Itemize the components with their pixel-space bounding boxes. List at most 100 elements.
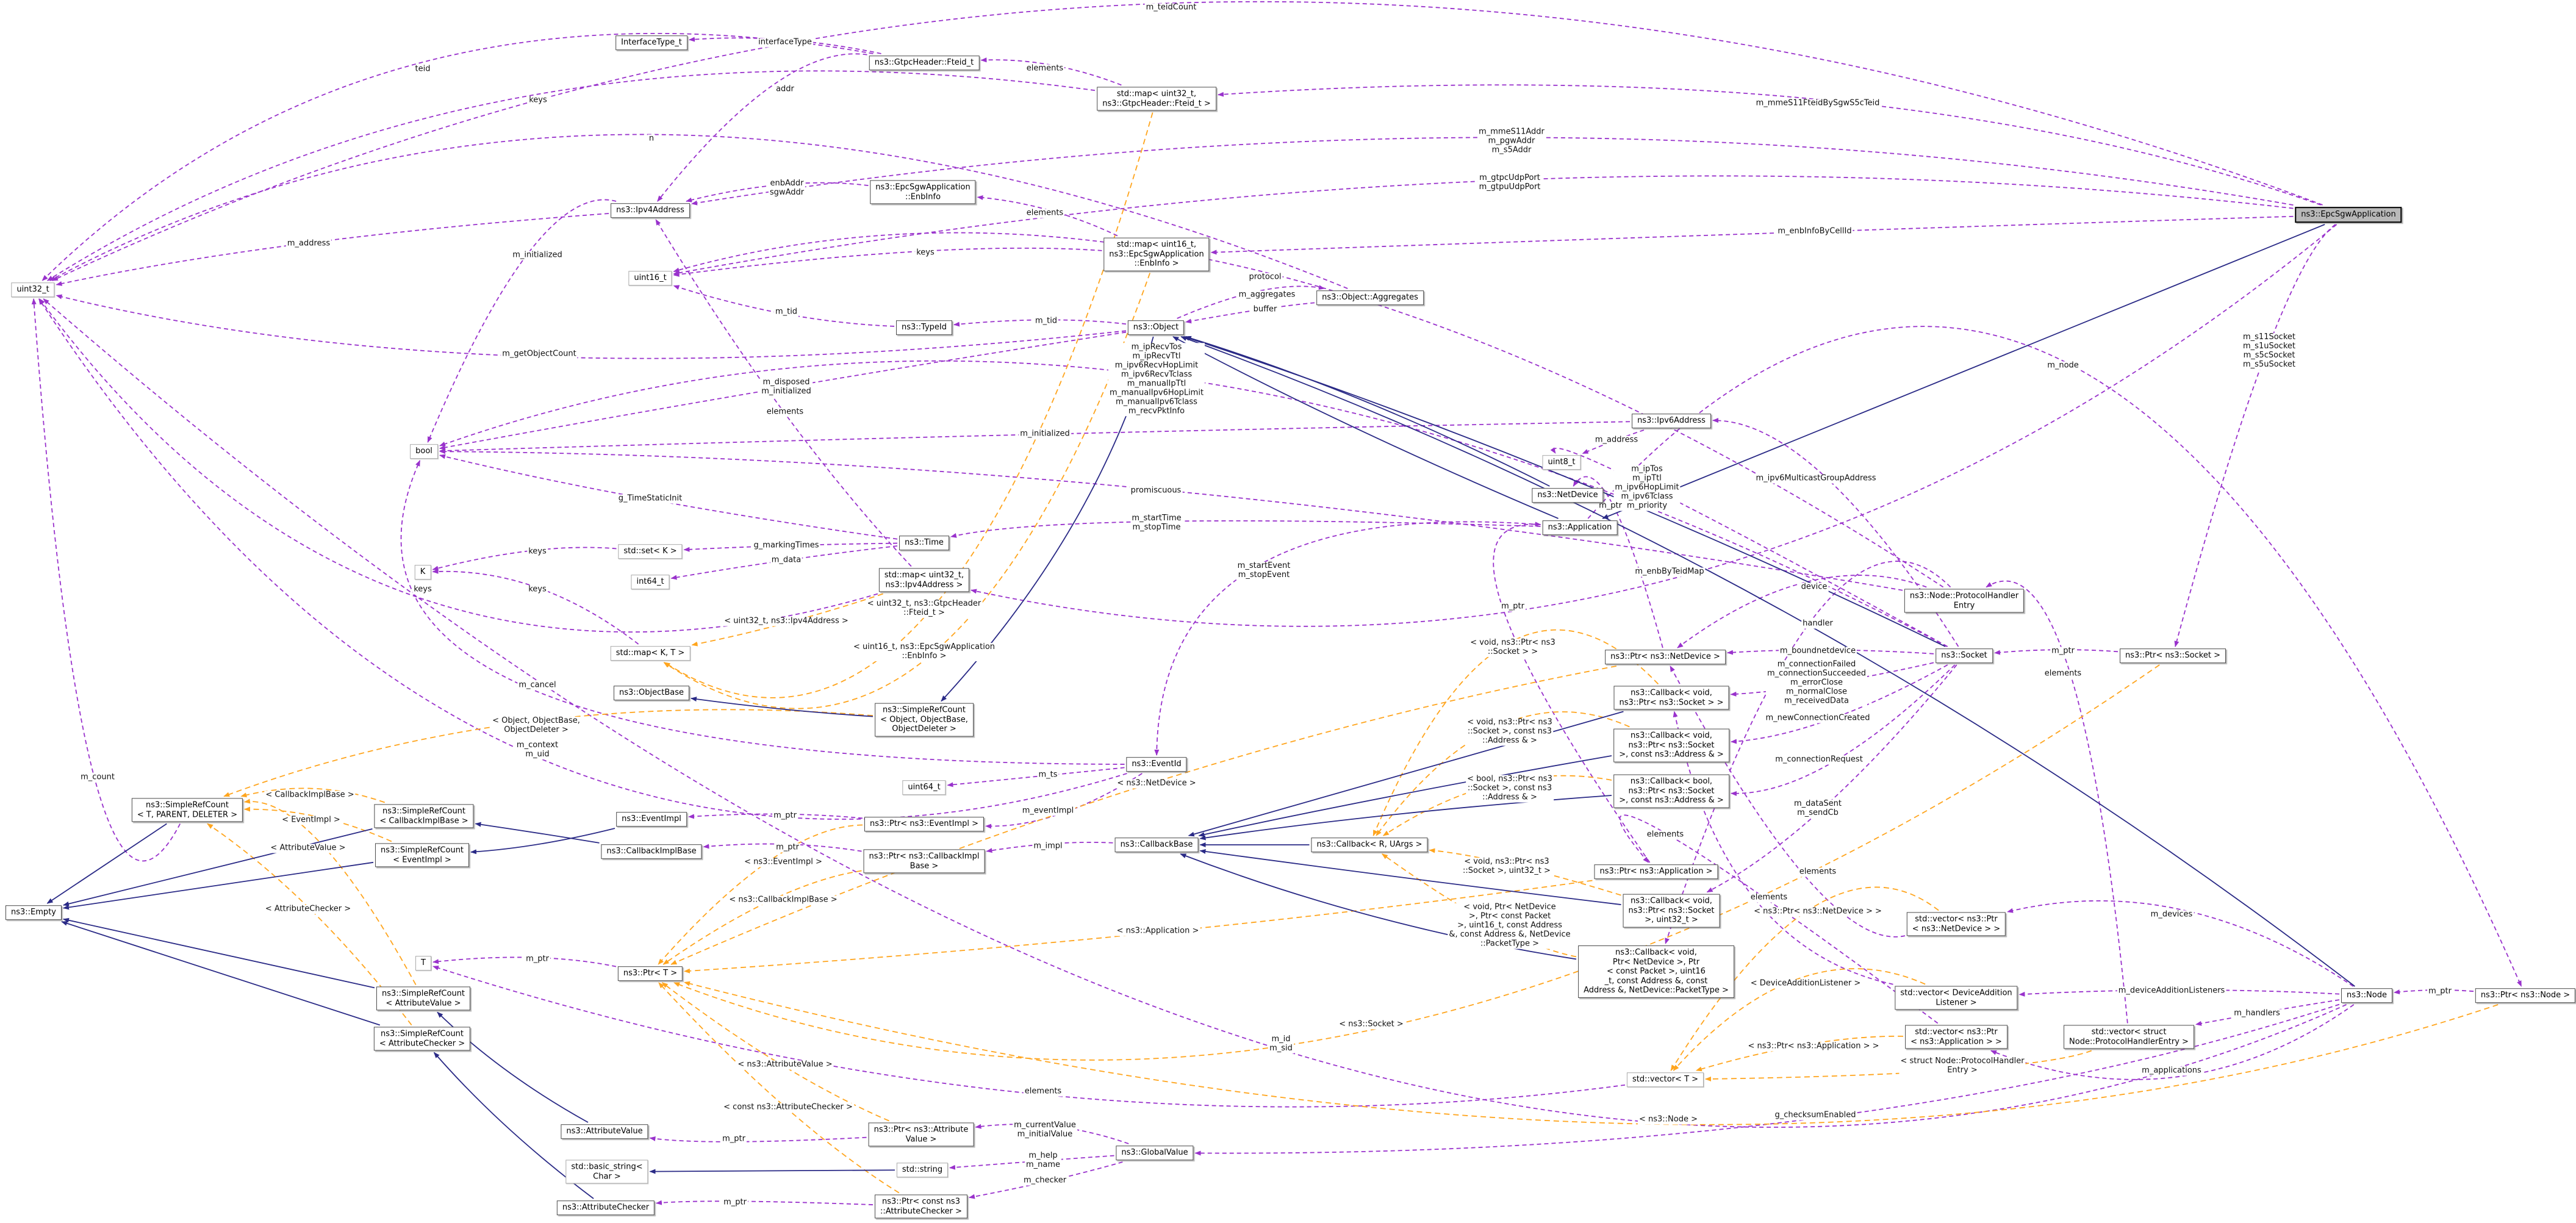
- class-node-attributevalue[interactable]: ns3::AttributeValue: [561, 1124, 648, 1139]
- class-node-fteid[interactable]: ns3::GtpcHeader::Fteid_t: [869, 56, 980, 70]
- edge-epcsgw-u32: [51, 1, 2323, 281]
- edge-src_tpd-empty: [46, 823, 167, 904]
- class-node-eventimpl[interactable]: ns3::EventImpl: [616, 812, 687, 827]
- edge-label-application-ptr_node: m_node: [2046, 360, 2080, 371]
- edge-label-fteid-iface: interfaceType: [757, 37, 813, 48]
- class-node-src_ei[interactable]: ns3::SimpleRefCount < EventImpl >: [375, 843, 470, 867]
- class-node-eventid[interactable]: ns3::EventId: [1126, 757, 1187, 772]
- class-node-empty[interactable]: ns3::Empty: [5, 905, 62, 920]
- edge-vec_dal-vector_t: [1673, 968, 1926, 1071]
- edge-label-ptr_av-attributevalue: m_ptr: [721, 1134, 747, 1144]
- class-node-vec_nd[interactable]: std::vector< ns3::Ptr < ns3::NetDevice >…: [1906, 912, 2006, 936]
- class-node-ptr_av[interactable]: ns3::Ptr< ns3::Attribute Value >: [868, 1122, 974, 1147]
- edge-label-map_u32_fteid-map_kt: < uint32_t, ns3::GtpcHeader ::Fteid_t >: [866, 599, 983, 618]
- class-node-src_ac[interactable]: ns3::SimpleRefCount < AttributeChecker >: [373, 1027, 471, 1051]
- class-node-ipv6[interactable]: ns3::Ipv6Address: [1632, 414, 1711, 428]
- edge-node-vec_app: [1990, 1004, 2355, 1080]
- class-node-map_u32_ipv4[interactable]: std::map< uint32_t, ns3::Ipv4Address >: [878, 568, 970, 592]
- class-node-cb_sockaddr[interactable]: ns3::Callback< void, ns3::Ptr< ns3::Sock…: [1613, 728, 1729, 762]
- class-node-aggregates[interactable]: ns3::Object::Aggregates: [1316, 290, 1424, 305]
- edge-ptr_av-ptr_t: [661, 982, 889, 1122]
- class-node-ptr_cib[interactable]: ns3::Ptr< ns3::CallbackImpl Base >: [863, 849, 985, 873]
- class-node-socket[interactable]: ns3::Socket: [1936, 648, 1993, 663]
- class-node-cb_bigpacket[interactable]: ns3::Callback< void, Ptr< NetDevice >, P…: [1578, 945, 1734, 998]
- edge-cb_bigpacket-cb_generic: [1382, 853, 1577, 958]
- edge-label-application-eventid: m_startEvent m_stopEvent: [1236, 561, 1292, 580]
- edge-label-ptr_node-ptr_t: < ns3::Node >: [1637, 1114, 1699, 1125]
- class-node-callbackimplbase[interactable]: ns3::CallbackImplBase: [601, 844, 702, 859]
- edge-label-enbinfo-ipv4: enbAddr sgwAddr: [768, 179, 806, 198]
- class-node-src_av[interactable]: ns3::SimpleRefCount < AttributeValue >: [376, 986, 471, 1011]
- class-node-object[interactable]: ns3::Object: [1127, 320, 1185, 335]
- class-node-i64: int64_t: [631, 575, 670, 589]
- edge-label-map_u32_ipv4-map_kt: < uint32_t, ns3::Ipv4Address >: [723, 616, 850, 626]
- edge-label-epcsgw-u32: m_teidCount: [1144, 2, 1198, 13]
- edge-label-socket-u8: m_ipTos m_ipTtl m_ipv6HopLimit m_ipv6Tcl…: [1613, 464, 1681, 511]
- class-node-cb_sock[interactable]: ns3::Callback< void, ns3::Ptr< ns3::Sock…: [1613, 686, 1729, 710]
- class-node-map_u16_enbinfo[interactable]: std::map< uint16_t, ns3::EpcSgwApplicati…: [1103, 237, 1210, 271]
- class-node-vec_phe[interactable]: std::vector< struct Node::ProtocolHandle…: [2064, 1025, 2194, 1049]
- edge-aggregates-u32: [49, 134, 1348, 289]
- edge-label-map_kt-K: keys: [527, 584, 548, 595]
- edge-label-aggregates-u32: n: [647, 134, 656, 144]
- class-node-cb_boolsockaddr[interactable]: ns3::Callback< bool, ns3::Ptr< ns3::Sock…: [1613, 774, 1729, 808]
- class-node-time[interactable]: ns3::Time: [899, 536, 949, 550]
- class-node-ipv4[interactable]: ns3::Ipv4Address: [611, 203, 690, 218]
- edge-label-socket-cb_boolsockaddr: m_connectionRequest: [1774, 755, 1864, 765]
- edge-label-typeid-u16: m_tid: [773, 307, 799, 317]
- class-node-callbackbase[interactable]: ns3::CallbackBase: [1114, 837, 1199, 852]
- edge-ipv4-u32: [56, 213, 609, 286]
- edge-enbinfo-ipv4: [686, 182, 869, 203]
- edge-ipv6-booln: [439, 421, 1631, 453]
- edge-label-ptr_app-application: m_ptr: [1500, 601, 1526, 612]
- edge-label-src_ac-src_tpd: < AttributeChecker >: [264, 904, 353, 914]
- class-node-typeid[interactable]: ns3::TypeId: [896, 320, 952, 335]
- edge-eventid-u64: [947, 767, 1125, 787]
- class-node-enbinfo[interactable]: ns3::EpcSgwApplication ::EnbInfo: [870, 180, 976, 204]
- class-node-cb_generic[interactable]: ns3::Callback< R, UArgs >: [1311, 837, 1428, 852]
- class-node-map_kt: std::map< K, T >: [610, 646, 691, 661]
- edge-map_u32_ipv4-u32: [39, 298, 878, 633]
- class-node-iface[interactable]: InterfaceType_t: [615, 35, 687, 50]
- class-node-T: T: [415, 956, 431, 970]
- edge-application-ptr_node: [1587, 326, 2522, 987]
- class-node-ptr_nd[interactable]: ns3::Ptr< ns3::NetDevice >: [1605, 650, 1726, 664]
- class-node-u32: uint32_t: [11, 282, 55, 297]
- edge-label-map_u16_enbinfo-u16: keys: [915, 248, 936, 258]
- class-node-ptr_ei[interactable]: ns3::Ptr< ns3::EventImpl >: [864, 817, 985, 831]
- class-node-attributechecker[interactable]: ns3::AttributeChecker: [556, 1200, 655, 1215]
- class-node-map_u32_fteid[interactable]: std::map< uint32_t, ns3::GtpcHeader::Fte…: [1097, 87, 1216, 111]
- edge-label-src_cib-src_tpd: < CallbackImplBase >: [264, 790, 356, 800]
- edge-label-cb_socku32-cb_generic: < void, ns3::Ptr< ns3 ::Socket >, uint32…: [1462, 857, 1552, 876]
- edge-ptr_node-ptr_t: [684, 981, 2499, 1125]
- class-node-K: K: [414, 565, 431, 579]
- edge-src_cib-empty: [63, 828, 373, 906]
- class-node-ptr_t[interactable]: ns3::Ptr< T >: [617, 966, 683, 981]
- class-node-netdevice[interactable]: ns3::NetDevice: [1532, 488, 1604, 503]
- class-node-nphe[interactable]: ns3::Node::ProtocolHandler Entry: [1904, 589, 2025, 613]
- class-node-ptr_node[interactable]: ns3::Ptr< ns3::Node >: [2475, 988, 2576, 1003]
- class-node-node[interactable]: ns3::Node: [2341, 988, 2392, 1003]
- class-node-globalvalue[interactable]: ns3::GlobalValue: [1116, 1146, 1194, 1160]
- edge-src_av-src_tpd: [244, 798, 417, 985]
- edge-label-ipv4-booln: m_initialized: [511, 250, 564, 260]
- class-node-ptr_app[interactable]: ns3::Ptr< ns3::Application >: [1594, 864, 1718, 879]
- class-node-ptr_cac[interactable]: ns3::Ptr< const ns3 ::AttributeChecker >: [874, 1194, 968, 1219]
- class-node-ptr_socket[interactable]: ns3::Ptr< ns3::Socket >: [2120, 648, 2226, 663]
- edge-aggregates-object: [1185, 302, 1315, 324]
- class-node-vec_dal[interactable]: std::vector< DeviceAddition Listener >: [1895, 986, 2018, 1010]
- class-node-src_tpd[interactable]: ns3::SimpleRefCount < T, PARENT, DELETER…: [131, 798, 243, 822]
- main-class-node-epcsgw[interactable]: ns3::EpcSgwApplication: [2295, 207, 2402, 223]
- class-node-src_ood[interactable]: ns3::SimpleRefCount < Object, ObjectBase…: [875, 703, 974, 737]
- class-node-src_cib[interactable]: ns3::SimpleRefCount < CallbackImplBase >: [374, 804, 474, 828]
- class-node-cb_socku32[interactable]: ns3::Callback< void, ns3::Ptr< ns3::Sock…: [1623, 894, 1720, 928]
- edge-fteid-u32: [41, 32, 874, 281]
- edge-label-object-u32: m_getObjectCount: [501, 349, 578, 359]
- edge-socket-object: [1183, 335, 1946, 647]
- class-node-application[interactable]: ns3::Application: [1542, 520, 1618, 535]
- edge-src_ac-empty: [61, 920, 381, 1026]
- class-node-vector_t: std::vector< T >: [1626, 1072, 1704, 1087]
- class-node-objectbase[interactable]: ns3::ObjectBase: [613, 686, 690, 700]
- class-node-vec_app[interactable]: std::vector< ns3::Ptr < ns3::Application…: [1905, 1025, 2007, 1049]
